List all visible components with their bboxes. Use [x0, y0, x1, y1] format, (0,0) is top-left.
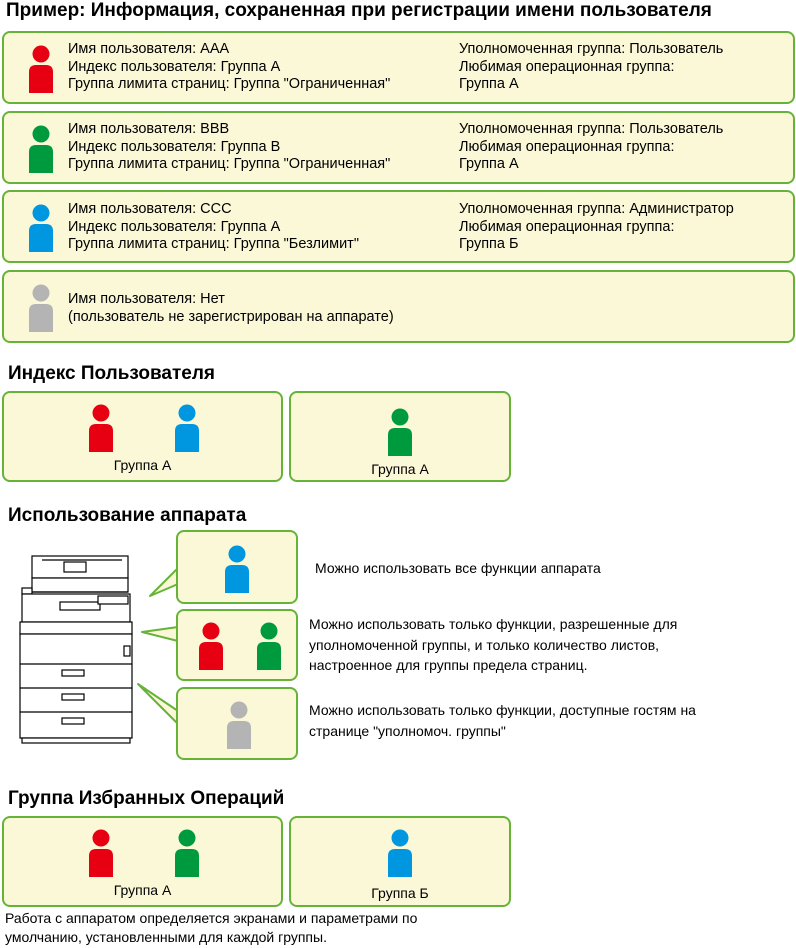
section-title-machine-usage: Использование аппарата — [8, 505, 247, 526]
usage-bubble-restricted — [176, 609, 298, 681]
favorite-group-box: Группа Б — [289, 816, 511, 907]
usage-description: Можно использовать только функции, досту… — [309, 702, 696, 739]
user-index-group-box: Группа A — [2, 391, 283, 482]
user-info-left: Имя пользователя: Нет(пользователь не за… — [68, 291, 394, 325]
section-title-favorite-ops: Группа Избранных Операций — [8, 788, 285, 809]
section-title-user-index: Индекс Пользователя — [8, 363, 216, 384]
group-label: Группа A — [113, 457, 172, 473]
group-label: Группа A — [371, 461, 429, 477]
gray-person-icon — [226, 701, 252, 749]
blue-person-icon — [224, 545, 250, 593]
blue-person-icon — [387, 829, 413, 877]
favorite-ops-note: Работа с аппаратом определяется экранами… — [5, 910, 418, 945]
printer-icon — [19, 555, 133, 744]
usage-description: Можно использовать все функции аппарата — [315, 560, 601, 576]
usage-bubble-guest — [176, 687, 298, 760]
group-label: Группа Б — [371, 885, 429, 901]
usage-description: Можно использовать только функции, разре… — [309, 616, 678, 673]
favorite-group-box: Группа A — [2, 816, 283, 907]
user-card-guest: Имя пользователя: Нет(пользователь не за… — [2, 270, 795, 343]
green-person-icon — [256, 622, 282, 670]
usage-bubble-all-functions — [176, 530, 298, 604]
green-person-icon — [174, 829, 200, 877]
user-index-group-box: Группа A — [289, 391, 511, 482]
page-title: Пример: Информация, сохраненная при реги… — [6, 0, 712, 21]
red-person-icon — [88, 829, 114, 877]
red-person-icon — [198, 622, 224, 670]
group-label: Группа A — [113, 882, 172, 898]
